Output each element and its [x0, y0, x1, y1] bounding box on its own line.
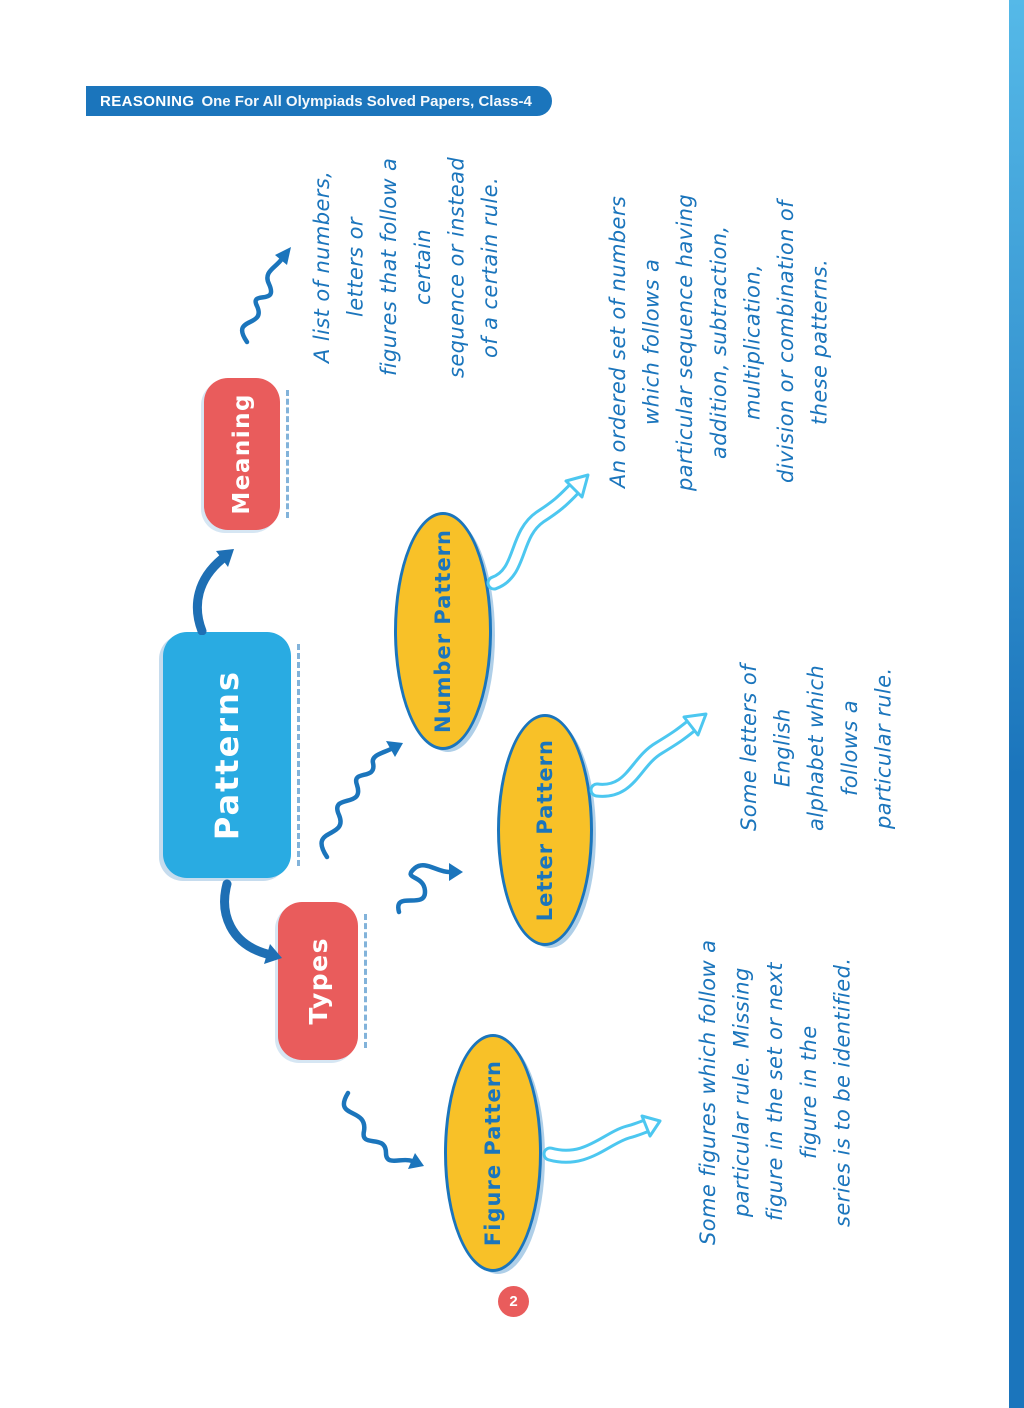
- page-number-badge: 2: [498, 1286, 529, 1317]
- note-line: English: [770, 708, 795, 788]
- note-figure-pattern: Some figures which follow a particular r…: [692, 910, 868, 1274]
- open-arrow-number-to-note-icon: [486, 473, 590, 591]
- note-number-pattern: An ordered set of numbers which follows …: [602, 164, 842, 520]
- open-arrow-figure-to-note-icon: [542, 1114, 662, 1164]
- node-patterns: Patterns: [163, 632, 300, 878]
- note-line: of a certain rule.: [477, 176, 502, 358]
- squiggle-to-number-pattern-icon: [319, 741, 403, 860]
- note-line: certain: [410, 228, 435, 306]
- page-header: REASONING One For All Olympiads Solved P…: [86, 86, 552, 116]
- note-line: sequence or instead: [444, 156, 469, 378]
- note-line: Some figures which follow a: [696, 939, 720, 1245]
- node-figure-pattern: Figure Pattern: [444, 1034, 542, 1272]
- squiggle-to-letter-pattern-icon: [396, 863, 463, 915]
- open-arrow-letter-to-note-icon: [589, 712, 708, 798]
- note-line: multiplication,: [740, 264, 765, 420]
- arrow-patterns-to-types-icon: [220, 879, 282, 964]
- node-types-label: Types: [303, 937, 333, 1025]
- note-line: these patterns.: [807, 258, 832, 426]
- squiggle-to-figure-pattern-icon: [341, 1090, 424, 1169]
- note-line: particular sequence having: [673, 193, 698, 491]
- note-line: figure in the: [796, 1025, 821, 1159]
- node-patterns-label: Patterns: [208, 669, 246, 841]
- note-meaning: A list of numbers, letters or figures th…: [306, 136, 514, 398]
- node-meaning: Meaning: [204, 378, 289, 530]
- note-line: which follows a: [639, 258, 664, 426]
- node-number-pattern-label: Number Pattern: [431, 529, 455, 733]
- arrow-patterns-to-meaning-icon: [192, 549, 234, 635]
- page-edge-strip: [1009, 0, 1024, 1408]
- node-letter-pattern-label: Letter Pattern: [533, 738, 557, 922]
- node-meaning-label: Meaning: [229, 393, 255, 515]
- note-line: follows a: [837, 699, 862, 797]
- note-line: alphabet which: [804, 664, 829, 832]
- header-title: One For All Olympiads Solved Papers, Cla…: [201, 92, 532, 110]
- squiggle-meaning-note-icon: [239, 247, 291, 345]
- node-letter-pattern: Letter Pattern: [497, 714, 593, 946]
- note-line: division or combination of: [773, 200, 798, 484]
- note-line: addition, subtraction,: [706, 225, 731, 459]
- node-number-pattern: Number Pattern: [394, 512, 492, 750]
- page-number: 2: [509, 1293, 518, 1310]
- note-line: figure in the set or next: [763, 962, 788, 1222]
- note-line: figures that follow a: [377, 157, 402, 377]
- node-figure-pattern-label: Figure Pattern: [481, 1059, 505, 1247]
- note-line: particular rule. Missing: [729, 967, 754, 1217]
- header-subject: REASONING: [100, 92, 195, 110]
- note-line: series is to be identified.: [830, 957, 855, 1227]
- note-letter-pattern: Some letters of English alphabet which f…: [733, 610, 903, 886]
- note-line: letters or: [343, 217, 368, 317]
- note-line: particular rule.: [871, 667, 896, 829]
- node-types: Types: [278, 902, 367, 1060]
- note-line: Some letters of: [737, 664, 761, 832]
